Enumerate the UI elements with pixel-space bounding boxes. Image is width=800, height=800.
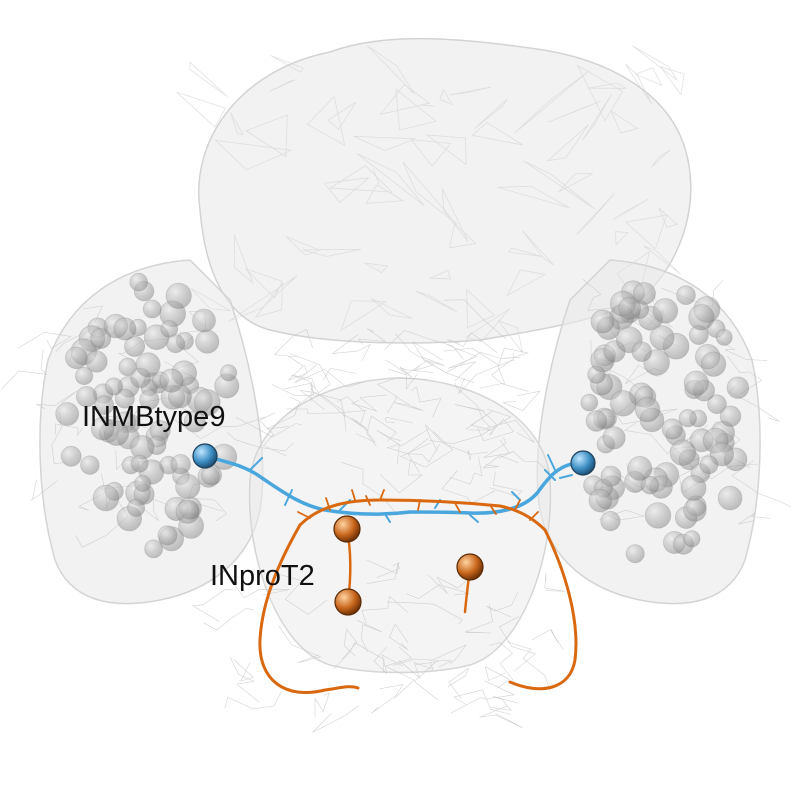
inmbtype9-neurons	[203, 454, 585, 523]
background-soma	[195, 329, 220, 354]
background-soma	[127, 498, 146, 517]
background-soma	[700, 351, 727, 377]
background-soma	[65, 346, 88, 370]
background-soma	[104, 377, 123, 396]
background-soma	[580, 393, 599, 412]
background-soma	[165, 282, 192, 309]
background-soma	[134, 474, 152, 492]
background-soma	[80, 455, 100, 475]
background-soma	[90, 327, 112, 349]
background-soma	[192, 308, 216, 333]
background-soma	[113, 317, 137, 341]
inmbtype9-soma-right	[570, 450, 596, 476]
background-soma	[625, 544, 645, 564]
background-soma	[676, 285, 696, 306]
background-soma	[588, 488, 613, 513]
background-soma	[76, 385, 98, 408]
background-soma	[92, 484, 120, 512]
background-soma	[124, 335, 146, 357]
background-soma	[627, 455, 653, 481]
background-soma	[618, 296, 642, 320]
background-soma	[678, 409, 697, 428]
background-soma	[175, 473, 201, 500]
inmbtype9-arbor-left	[203, 454, 412, 516]
neuropil-lower-body	[248, 377, 552, 674]
background-soma	[135, 352, 161, 378]
background-soma	[699, 455, 719, 475]
background-soma	[707, 394, 727, 415]
background-soma	[683, 530, 701, 548]
background-soma	[129, 272, 149, 292]
background-soma	[610, 390, 637, 417]
background-soma	[631, 341, 653, 363]
label-inmbtype9: INMBtype9	[82, 401, 226, 433]
background-soma	[644, 502, 672, 529]
inmbtype9-somata	[192, 443, 596, 476]
background-soma	[157, 525, 178, 546]
background-soma	[680, 474, 707, 501]
neuropil-mesh-facets	[176, 45, 685, 354]
background-soma	[602, 426, 626, 450]
background-soma	[55, 402, 80, 426]
inprot2-loop-left	[258, 523, 360, 695]
inprot2-somata	[333, 515, 484, 616]
background-soma	[688, 304, 715, 331]
background-soma	[600, 465, 622, 487]
inprot2-loop-right	[508, 528, 578, 691]
background-soma	[726, 376, 750, 399]
background-soma	[159, 368, 184, 393]
inprot2-branch	[297, 489, 539, 521]
background-soma	[652, 298, 679, 324]
background-soma	[719, 405, 742, 427]
inprot2-soma-3	[334, 588, 362, 616]
background-soma	[144, 539, 164, 559]
background-soma	[130, 454, 149, 473]
background-soma	[60, 445, 82, 467]
background-soma	[683, 370, 710, 396]
background-soma	[193, 389, 221, 416]
inprot2-arbor-upper	[298, 498, 547, 532]
background-soma	[175, 499, 200, 524]
background-soma	[633, 282, 656, 305]
background-soma	[114, 388, 135, 409]
background-soma	[683, 498, 707, 522]
label-inprot2: INproT2	[210, 560, 315, 592]
background-soma	[634, 396, 661, 423]
background-soma	[649, 325, 675, 351]
background-soma	[170, 454, 191, 475]
inmbtype9-soma-left	[192, 443, 218, 469]
background-soma	[90, 416, 115, 441]
background-soma	[220, 364, 238, 382]
background-soma	[717, 485, 743, 511]
background-somata	[55, 272, 750, 564]
background-soma	[715, 328, 733, 346]
inmbtype9-branch	[249, 454, 573, 523]
background-soma	[669, 439, 697, 466]
inprot2-soma-1	[333, 515, 361, 543]
background-soma	[661, 418, 683, 440]
background-soma	[142, 299, 162, 319]
background-soma	[640, 475, 660, 495]
background-soma	[585, 410, 608, 432]
background-soma	[600, 510, 621, 532]
background-soma	[166, 334, 186, 354]
background-soma	[139, 389, 160, 410]
inprot2-soma-2	[456, 553, 484, 581]
background-soma	[183, 410, 206, 433]
background-soma	[94, 395, 114, 415]
background-soma	[590, 309, 615, 334]
background-soma	[75, 366, 94, 386]
